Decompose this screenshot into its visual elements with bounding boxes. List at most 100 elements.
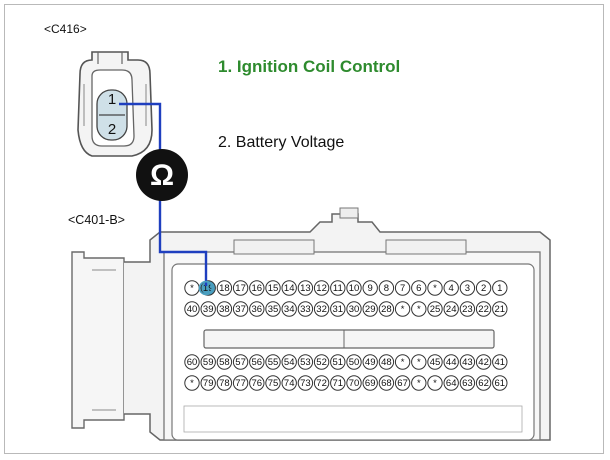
pin-socket [394, 280, 411, 296]
pin-socket [265, 301, 281, 317]
pin-number: 13 [300, 283, 311, 294]
pin-socket [249, 280, 265, 296]
c401b-pin: 42 [475, 354, 492, 370]
c401b-pin: 75 [265, 375, 281, 391]
pin-socket [216, 375, 233, 391]
pin-number: * [417, 304, 421, 315]
pin-socket [443, 280, 459, 296]
c401b-pin: 58 [216, 354, 233, 370]
c401b-pin: 64 [443, 375, 459, 391]
c401b-pin: 61 [492, 375, 508, 391]
pin-number: * [417, 357, 421, 368]
pin-socket [346, 301, 362, 317]
c401b-pin: 70 [346, 375, 362, 391]
c401b-pin: 2 [475, 280, 492, 296]
pin-socket [459, 280, 476, 296]
pin-number: 18 [219, 283, 230, 294]
pin-socket [362, 354, 378, 370]
c401b-pin: 11 [330, 280, 346, 296]
c401b-pin: 59 [200, 354, 216, 370]
pin-socket [378, 354, 395, 370]
pin-number: 3 [465, 283, 470, 294]
c401b-pin: 14 [281, 280, 297, 296]
c401b-pin: 52 [313, 354, 330, 370]
pin-socket [394, 301, 411, 317]
pin-socket [362, 375, 378, 391]
c401b-pin: 51 [330, 354, 346, 370]
c401b-pin: * [411, 301, 427, 317]
ohm-symbol: Ω [150, 159, 174, 192]
pin-number: 35 [268, 304, 279, 315]
pin-socket [427, 301, 443, 317]
pin-number: 73 [300, 378, 311, 389]
pin-socket [330, 280, 346, 296]
pin-socket [411, 301, 427, 317]
pin-number: 49 [365, 357, 376, 368]
c401b-pin: 25 [427, 301, 443, 317]
pin-socket [216, 280, 233, 296]
pin-number: 78 [219, 378, 230, 389]
c401b-label: <C401-B> [68, 213, 125, 227]
pin-number: 6 [416, 283, 421, 294]
pin-number: 33 [300, 304, 311, 315]
pin-number: 44 [446, 357, 457, 368]
pin-number: 4 [449, 283, 454, 294]
pin-socket [216, 301, 233, 317]
pin-number: * [401, 357, 405, 368]
c401b-pin: 36 [249, 301, 265, 317]
c416-connector: 1 2 [77, 51, 153, 157]
pin-socket [378, 280, 395, 296]
c401b-pin: 71 [330, 375, 346, 391]
pin-number: 70 [349, 378, 360, 389]
pin-number: 79 [203, 378, 214, 389]
c401b-pin: 3 [459, 280, 476, 296]
pin-number: 72 [316, 378, 327, 389]
c401b-pin: 22 [475, 301, 492, 317]
pin-socket [232, 301, 249, 317]
c401b-pin: 56 [249, 354, 265, 370]
pin-socket [394, 375, 411, 391]
c401b-pin: 68 [378, 375, 395, 391]
pin-socket [313, 301, 330, 317]
pin-socket [200, 301, 216, 317]
pin-socket [249, 375, 265, 391]
pin-number: 58 [219, 357, 230, 368]
c401b-pin: 44 [443, 354, 459, 370]
c401b-pin: 33 [297, 301, 314, 317]
pin-number: 59 [203, 357, 214, 368]
pin-number: 75 [268, 378, 279, 389]
pin-socket [281, 301, 297, 317]
c401b-pin: 73 [297, 375, 314, 391]
pin-socket [313, 280, 330, 296]
pin-number: 1 [497, 283, 502, 294]
c416-label: <C416> [44, 22, 87, 36]
pin-socket [249, 354, 265, 370]
pin-socket [459, 354, 476, 370]
c401b-pin: 34 [281, 301, 297, 317]
pin-number: 62 [478, 378, 489, 389]
pin-number: 61 [495, 378, 506, 389]
pin-number: 74 [284, 378, 295, 389]
pin-socket [346, 354, 362, 370]
pin-socket [281, 280, 297, 296]
c401b-pin: 53 [297, 354, 314, 370]
pin-number: 64 [446, 378, 457, 389]
c401b-pin: 39 [200, 301, 216, 317]
pin-number: 67 [397, 378, 408, 389]
pin-socket [475, 354, 492, 370]
pin-socket [475, 280, 492, 296]
pin-socket [281, 375, 297, 391]
pin-socket [411, 280, 427, 296]
c401b-pin: * [394, 354, 411, 370]
diagram-frame [4, 4, 604, 454]
pin-number: 43 [462, 357, 473, 368]
c401b-pin: 79 [200, 375, 216, 391]
pin-number: 25 [430, 304, 441, 315]
pin-socket [297, 375, 314, 391]
pin-number: 39 [203, 304, 214, 315]
pin-socket [443, 354, 459, 370]
pin-socket [330, 301, 346, 317]
pin-number: 23 [462, 304, 473, 315]
